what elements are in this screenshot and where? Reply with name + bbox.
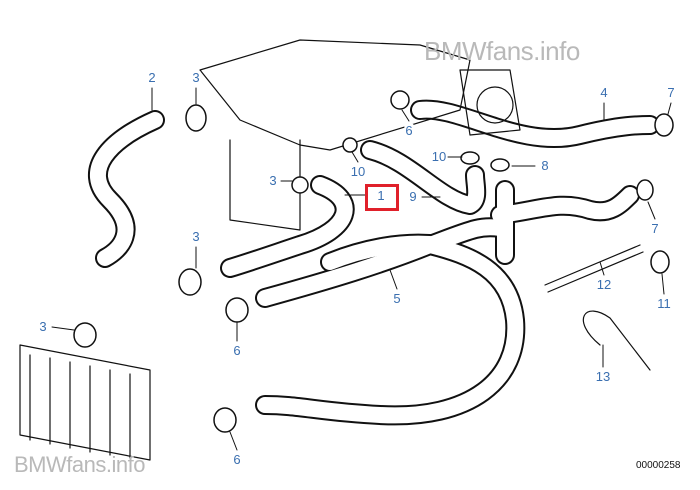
clamp — [213, 407, 237, 433]
leader-lines — [51, 87, 672, 451]
highlight-box — [365, 184, 399, 211]
callout-12[interactable]: 12 — [595, 277, 613, 292]
callout-8[interactable]: 8 — [540, 158, 550, 173]
clamp — [460, 151, 480, 165]
clamp — [390, 90, 410, 110]
callout-11[interactable]: 11 — [656, 296, 672, 311]
clamp — [636, 179, 654, 201]
clamp — [185, 104, 207, 132]
callout-6[interactable]: 6 — [404, 123, 414, 138]
diagram-code: 00000258 — [636, 460, 681, 471]
callout-7[interactable]: 7 — [650, 221, 660, 236]
callout-10[interactable]: 10 — [349, 164, 367, 179]
callout-5[interactable]: 5 — [392, 291, 402, 306]
throttle-body — [459, 69, 521, 136]
clamp — [225, 297, 249, 323]
clamp — [291, 176, 309, 194]
watermark-top: BMWfans.info — [424, 36, 580, 66]
callout-4[interactable]: 4 — [599, 85, 609, 100]
engine-head — [199, 39, 471, 151]
engine-block — [229, 139, 301, 231]
strap-12 — [544, 244, 644, 293]
callout-3[interactable]: 3 — [38, 319, 48, 334]
callout-10[interactable]: 10 — [430, 149, 448, 164]
radiator-fins — [29, 354, 131, 459]
callout-13[interactable]: 13 — [594, 369, 612, 384]
callout-3[interactable]: 3 — [191, 229, 201, 244]
clamp — [342, 137, 358, 153]
strap-13 — [582, 310, 651, 371]
callout-6[interactable]: 6 — [232, 343, 242, 358]
watermark-bottom: BMWfans.info — [14, 452, 145, 477]
clamp — [654, 113, 674, 137]
callout-3[interactable]: 3 — [191, 70, 201, 85]
callout-6[interactable]: 6 — [232, 452, 242, 467]
radiator — [19, 344, 151, 461]
callout-3[interactable]: 3 — [268, 173, 278, 188]
clamp — [178, 268, 202, 296]
callout-2[interactable]: 2 — [147, 70, 157, 85]
callout-9[interactable]: 9 — [408, 189, 418, 204]
callout-1[interactable]: 1 — [377, 188, 385, 203]
throttle-body-bore — [476, 86, 514, 124]
clamp — [650, 250, 670, 274]
hose-clamps — [73, 90, 674, 433]
clamp — [73, 322, 97, 348]
clamp — [490, 158, 510, 172]
callout-7[interactable]: 7 — [666, 85, 676, 100]
hose-fills — [90, 101, 658, 424]
